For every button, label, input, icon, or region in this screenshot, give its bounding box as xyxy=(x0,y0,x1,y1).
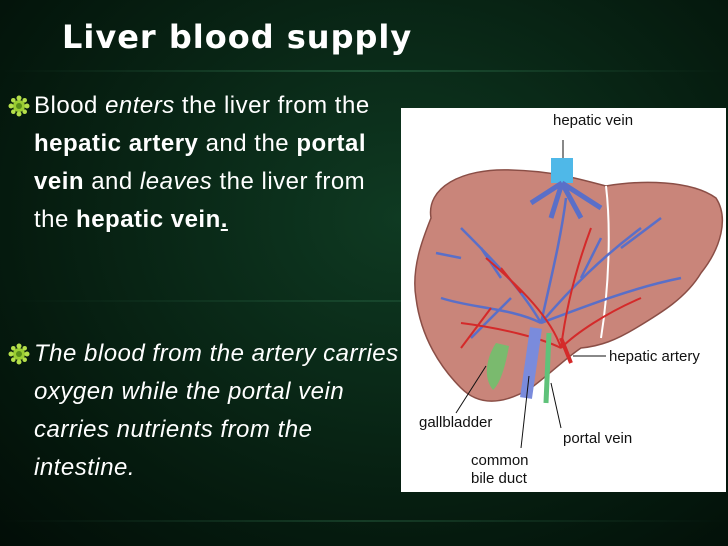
liver-shape xyxy=(414,169,724,402)
gear-bullet-icon xyxy=(8,343,30,365)
liver-diagram: hepatic vein hepatic artery gallbladder … xyxy=(401,108,726,492)
bullet-2-text: The blood from the artery carries oxygen… xyxy=(34,340,399,481)
bile-duct-vessel xyxy=(543,332,552,404)
label-common-bile-duct-line2: bile duct xyxy=(471,470,527,487)
light-streak xyxy=(0,520,728,522)
bullet-1-text: Blood enters the liver from the hepatic … xyxy=(34,92,370,233)
label-hepatic-vein: hepatic vein xyxy=(553,112,634,129)
label-common-bile-duct-line1: common xyxy=(471,452,529,469)
liver-illustration xyxy=(414,140,724,449)
bullet-2: The blood from the artery carries oxygen… xyxy=(8,335,403,487)
gallbladder-shape xyxy=(486,343,509,390)
gear-bullet-icon xyxy=(8,95,30,117)
label-hepatic-artery: hepatic artery xyxy=(609,348,700,365)
slide-title: Liver blood supply xyxy=(62,18,413,56)
label-gallbladder: gallbladder xyxy=(419,414,493,431)
hepatic-vein-vessel xyxy=(551,158,573,183)
bullet-1: Blood enters the liver from the hepatic … xyxy=(8,87,403,239)
hepatic-artery-branches xyxy=(460,227,642,349)
light-streak xyxy=(0,300,728,302)
label-portal-vein: portal vein xyxy=(563,430,633,447)
hepatic-artery-vessel xyxy=(559,337,573,364)
light-streak xyxy=(0,70,728,72)
